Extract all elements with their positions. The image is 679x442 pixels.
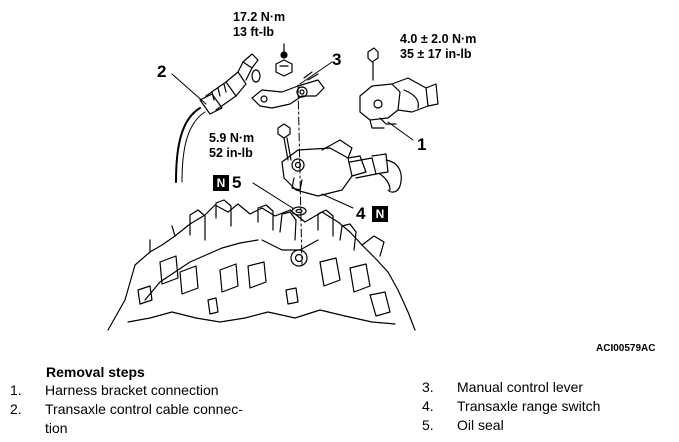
step-number: 5. bbox=[422, 417, 434, 433]
bracket-bolt-torque-inlb: 35 ± 17 in-lb bbox=[400, 47, 472, 61]
n-mark-5: N bbox=[213, 175, 229, 191]
transaxle-case bbox=[107, 199, 416, 331]
step-text: Harness bracket connection bbox=[45, 382, 219, 398]
callout-2: 2 bbox=[157, 62, 167, 81]
step-text: Transaxle control cable connec- bbox=[45, 401, 243, 417]
lever-nut-torque-ftlb: 13 ft-lb bbox=[233, 25, 274, 39]
callout-4: 4 bbox=[356, 204, 366, 223]
leader-lines bbox=[171, 61, 414, 210]
control-cable bbox=[175, 53, 261, 183]
step-2-continued: tion bbox=[10, 419, 310, 437]
callout-3: 3 bbox=[332, 50, 342, 69]
step-text: Transaxle range switch bbox=[457, 398, 601, 414]
diagram-drawing bbox=[107, 43, 439, 331]
step-3: 3. Manual control lever bbox=[422, 378, 672, 396]
figure-code: ACI00579AC bbox=[596, 343, 656, 354]
switch-bolt-torque: 5.9 N·m 52 in-lb bbox=[209, 131, 254, 161]
switch-bolt-torque-inlb: 52 in-lb bbox=[209, 146, 253, 160]
step-text: Manual control lever bbox=[457, 379, 584, 395]
lever-nut-torque-nm: 17.2 N·m bbox=[233, 10, 286, 24]
callout-1: 1 bbox=[417, 135, 427, 154]
step-4: 4. Transaxle range switch bbox=[422, 397, 672, 415]
step-number: 4. bbox=[422, 398, 434, 414]
step-1: 1. Harness bracket connection bbox=[10, 381, 310, 399]
step-number: 2. bbox=[10, 401, 22, 417]
bracket-bolt-torque-nm: 4.0 ± 2.0 N·m bbox=[400, 32, 477, 46]
oil-seal bbox=[291, 206, 307, 216]
step-5: 5. Oil seal bbox=[422, 416, 672, 434]
step-text: tion bbox=[45, 420, 68, 436]
lever-nut-torque: 17.2 N·m 13 ft-lb bbox=[233, 10, 285, 40]
exploded-view-diagram: 17.2 N·m 13 ft-lb 4.0 ± 2.0 N·m 35 ± 17 … bbox=[107, 10, 656, 354]
step-number: 1. bbox=[10, 382, 22, 398]
step-2: 2. Transaxle control cable connec- bbox=[10, 400, 310, 418]
bracket-bolt-torque: 4.0 ± 2.0 N·m 35 ± 17 in-lb bbox=[400, 32, 476, 62]
step-text: Oil seal bbox=[457, 417, 504, 433]
lever-nut bbox=[275, 43, 293, 77]
callout-5: 5 bbox=[232, 173, 242, 192]
manual-control-lever bbox=[251, 71, 325, 109]
n-mark-4: N bbox=[372, 206, 388, 222]
harness-bracket bbox=[359, 47, 439, 129]
range-switch bbox=[281, 139, 402, 197]
switch-bolt bbox=[277, 123, 292, 161]
step-number: 3. bbox=[422, 379, 434, 395]
switch-bolt-torque-nm: 5.9 N·m bbox=[209, 131, 255, 145]
removal-steps-title: Removal steps bbox=[46, 364, 145, 380]
